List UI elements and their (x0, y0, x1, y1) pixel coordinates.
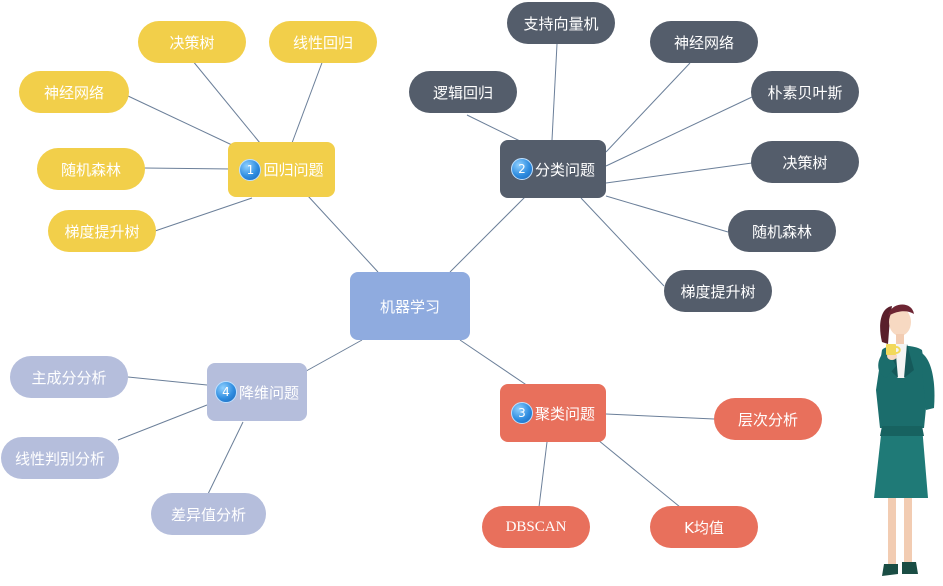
leaf-node[interactable]: 梯度提升树 (664, 270, 772, 312)
leaf-label: 线性回归 (292, 33, 353, 52)
leaf-node[interactable]: 差异值分析 (151, 493, 266, 535)
leaf-label: 梯度提升树 (680, 282, 756, 301)
leaf-label: 神经网络 (673, 33, 734, 52)
leaf-label: 神经网络 (43, 83, 104, 102)
leaf-label: 主成分分析 (31, 368, 107, 387)
branch-clustering[interactable]: 3 聚类问题 (500, 384, 606, 442)
leaf-node[interactable]: 朴素贝叶斯 (751, 71, 859, 113)
link-classification-leaf (605, 62, 691, 153)
leaf-node[interactable]: 层次分析 (714, 398, 822, 440)
numbered-circle-icon: 1 (239, 158, 262, 181)
link-classification-leaf (551, 43, 558, 141)
leaf-node[interactable]: 随机森林 (728, 210, 836, 252)
leaf-node[interactable]: 梯度提升树 (48, 210, 156, 252)
leaf-label: 梯度提升树 (64, 222, 140, 241)
root-label: 机器学习 (379, 297, 440, 316)
leaf-node[interactable]: 随机森林 (37, 148, 145, 190)
leaf-node[interactable]: 线性判别分析 (1, 437, 119, 479)
link-classification-leaf (605, 162, 753, 184)
leaf-node[interactable]: 线性回归 (269, 21, 377, 63)
link-reduction-leaf (127, 376, 208, 386)
leaf-label: 线性判别分析 (14, 449, 105, 468)
link-reduction-leaf (117, 404, 208, 441)
leaf-label: 随机森林 (60, 160, 121, 179)
link-classification-leaf (466, 114, 523, 143)
leaf-label: 朴素贝叶斯 (767, 83, 843, 102)
numbered-circle-icon: 3 (510, 402, 533, 424)
link-regression-leaf (154, 197, 253, 232)
branch-classification[interactable]: 2 分类问题 (500, 140, 606, 198)
link-classification-leaf (580, 197, 665, 287)
link-clustering-leaf (538, 441, 548, 508)
leaf-node[interactable]: DBSCAN (482, 506, 590, 548)
leaf-node[interactable]: 逻辑回归 (409, 71, 517, 113)
leaf-node[interactable]: 决策树 (138, 21, 246, 63)
branch-label: 降维问题 (238, 383, 299, 402)
leaf-label: 支持向量机 (523, 14, 599, 33)
link-classification-leaf (605, 96, 753, 167)
branch-reduction[interactable]: 4 降维问题 (207, 363, 307, 421)
link-clustering-leaf (605, 413, 715, 420)
root-node[interactable]: 机器学习 (350, 272, 470, 340)
leaf-label: K均值 (684, 518, 724, 537)
link-center-classification (449, 195, 527, 273)
link-classification-leaf (605, 195, 729, 233)
leaf-label: DBSCAN (505, 518, 567, 535)
link-regression-leaf (191, 59, 261, 144)
leaf-label: 差异值分析 (170, 505, 246, 524)
businesswoman-illustration (874, 304, 935, 576)
branch-regression[interactable]: 1 回归问题 (228, 142, 335, 197)
leaf-label: 逻辑回归 (432, 83, 493, 102)
leaf-label: 决策树 (169, 33, 215, 52)
branch-label: 分类问题 (534, 160, 595, 179)
numbered-circle-icon: 2 (510, 158, 533, 180)
leaf-node[interactable]: 神经网络 (19, 71, 129, 113)
leaf-label: 层次分析 (737, 410, 798, 429)
leaf-label: 决策树 (782, 153, 828, 172)
link-center-clustering (459, 339, 529, 387)
leaf-node[interactable]: 支持向量机 (507, 2, 615, 44)
link-regression-leaf (143, 167, 233, 170)
leaf-label: 随机森林 (751, 222, 812, 241)
link-regression-leaf (291, 59, 324, 144)
leaf-node[interactable]: 主成分分析 (10, 356, 128, 398)
leaf-node[interactable]: 决策树 (751, 141, 859, 183)
branch-label: 回归问题 (263, 161, 324, 179)
leaf-node[interactable]: K均值 (650, 506, 758, 548)
leaf-node[interactable]: 神经网络 (650, 21, 758, 63)
link-reduction-leaf (207, 421, 244, 495)
branch-label: 聚类问题 (534, 404, 595, 423)
link-regression-leaf (127, 95, 233, 146)
link-clustering-leaf (597, 439, 681, 508)
link-center-regression (307, 195, 379, 273)
numbered-circle-icon: 4 (214, 381, 237, 403)
